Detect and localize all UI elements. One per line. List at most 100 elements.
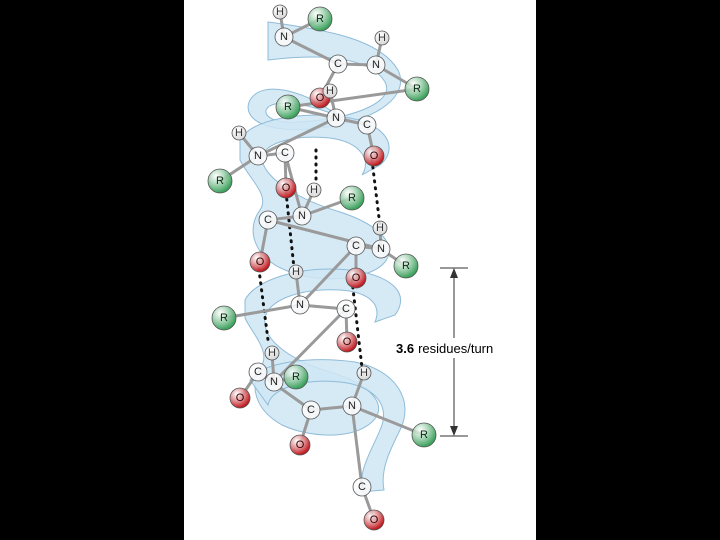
r-group-atom-circle xyxy=(404,76,430,102)
atom-label: O xyxy=(236,392,245,404)
atom-label: R xyxy=(216,175,224,187)
r-group-atom-circle xyxy=(307,6,333,32)
oxygen-atom-circle xyxy=(345,267,367,289)
atom-label: N xyxy=(348,400,356,412)
hydrogen-atom: H xyxy=(372,220,388,236)
nitrogen-atom: N xyxy=(342,396,362,416)
atom-label: O xyxy=(343,336,352,348)
atom-label: C xyxy=(254,366,262,378)
bond xyxy=(287,87,418,109)
atom-label: C xyxy=(264,214,272,226)
nitrogen-atom-circle xyxy=(371,239,391,259)
hydrogen-atom: H xyxy=(231,125,247,141)
nitrogen-atom: N xyxy=(290,295,310,315)
atom-label: C xyxy=(363,119,371,131)
atom-label: H xyxy=(378,32,386,44)
hydrogen-atom-circle xyxy=(288,264,304,280)
nitrogen-atom: N xyxy=(274,27,294,47)
r-group-atom: R xyxy=(411,422,437,448)
atom-label: C xyxy=(334,58,342,70)
r-group-atom-circle xyxy=(275,94,301,120)
carbon-atom-circle xyxy=(352,477,372,497)
atom-label: R xyxy=(420,429,428,441)
nitrogen-atom-circle xyxy=(292,206,312,226)
nitrogen-atom: N xyxy=(292,206,312,226)
atom-label: R xyxy=(284,101,292,113)
bond xyxy=(283,35,339,66)
hydrogen-atom: H xyxy=(306,182,322,198)
hydrogen-atom-circle xyxy=(374,30,390,46)
atom-label: N xyxy=(377,243,385,255)
hydrogen-atom: H xyxy=(272,4,288,20)
r-group-atom: R xyxy=(339,185,365,211)
hydrogen-bond xyxy=(370,158,382,228)
nitrogen-atom: N xyxy=(326,108,346,128)
nitrogen-atom-circle xyxy=(342,396,362,416)
bond xyxy=(350,405,364,488)
atom-label: H xyxy=(268,347,276,359)
r-group-atom: R xyxy=(211,305,237,331)
hydrogen-atom-circle xyxy=(306,182,322,198)
atom-label: N xyxy=(296,299,304,311)
carbon-atom-circle xyxy=(328,54,348,74)
oxygen-atom-circle xyxy=(363,145,385,167)
r-group-atom: R xyxy=(393,253,419,279)
atom-label: R xyxy=(292,371,300,383)
ribbon-turn-3 xyxy=(244,268,401,436)
hydrogen-bond xyxy=(350,278,364,370)
arrowhead-down xyxy=(450,426,458,436)
r-group-atom: R xyxy=(307,6,333,32)
atom-label: N xyxy=(298,210,306,222)
r-group-atom: R xyxy=(404,76,430,102)
nitrogen-atom: N xyxy=(366,55,386,75)
atom-label: H xyxy=(310,184,318,196)
caption-bg xyxy=(392,338,520,358)
bond xyxy=(298,244,358,307)
hydrogen-bond xyxy=(256,260,270,342)
hydrogen-atom-circle xyxy=(322,83,338,99)
nitrogen-atom-circle xyxy=(248,146,268,166)
nitrogen-atom: N xyxy=(248,146,268,166)
carbon-atom-circle xyxy=(258,210,278,230)
atom-label: R xyxy=(402,260,410,272)
atom-label: C xyxy=(352,240,360,252)
atom-label: R xyxy=(316,13,324,25)
oxygen-atom-circle xyxy=(275,177,297,199)
atom-label: O xyxy=(370,150,379,162)
oxygen-atom-circle xyxy=(229,387,251,409)
hydrogen-atom-circle xyxy=(231,125,247,141)
atom-label: H xyxy=(326,85,334,97)
carbon-atom: C xyxy=(336,299,356,319)
oxygen-atom-circle xyxy=(249,251,271,273)
r-group-atom-circle xyxy=(283,364,309,390)
hydrogen-bond xyxy=(284,190,296,270)
hydrogen-atom-circle xyxy=(372,220,388,236)
carbon-atom-circle xyxy=(346,236,366,256)
atom-label: H xyxy=(376,222,384,234)
nitrogen-atom: N xyxy=(371,239,391,259)
carbon-atom: C xyxy=(275,143,295,163)
bond xyxy=(257,116,337,158)
atom-label: C xyxy=(307,404,315,416)
carbon-atom: C xyxy=(352,477,372,497)
nitrogen-atom-circle xyxy=(366,55,386,75)
atom-label: O xyxy=(352,272,361,284)
r-group-atom: R xyxy=(275,94,301,120)
hydrogen-atom: H xyxy=(264,345,280,361)
arrowhead-up xyxy=(450,268,458,278)
atom-label: N xyxy=(332,112,340,124)
r-group-atom-circle xyxy=(393,253,419,279)
oxygen-atom: O xyxy=(363,145,385,167)
carbon-atom: C xyxy=(346,236,366,256)
carbon-atom-circle xyxy=(301,400,321,420)
bond xyxy=(223,303,301,320)
atom-label: O xyxy=(282,182,291,194)
carbon-atom-circle xyxy=(248,362,268,382)
atom-label: O xyxy=(316,92,325,104)
carbon-atom-circle xyxy=(336,299,356,319)
carbon-atom: C xyxy=(248,362,268,382)
oxygen-atom-circle xyxy=(336,331,358,353)
